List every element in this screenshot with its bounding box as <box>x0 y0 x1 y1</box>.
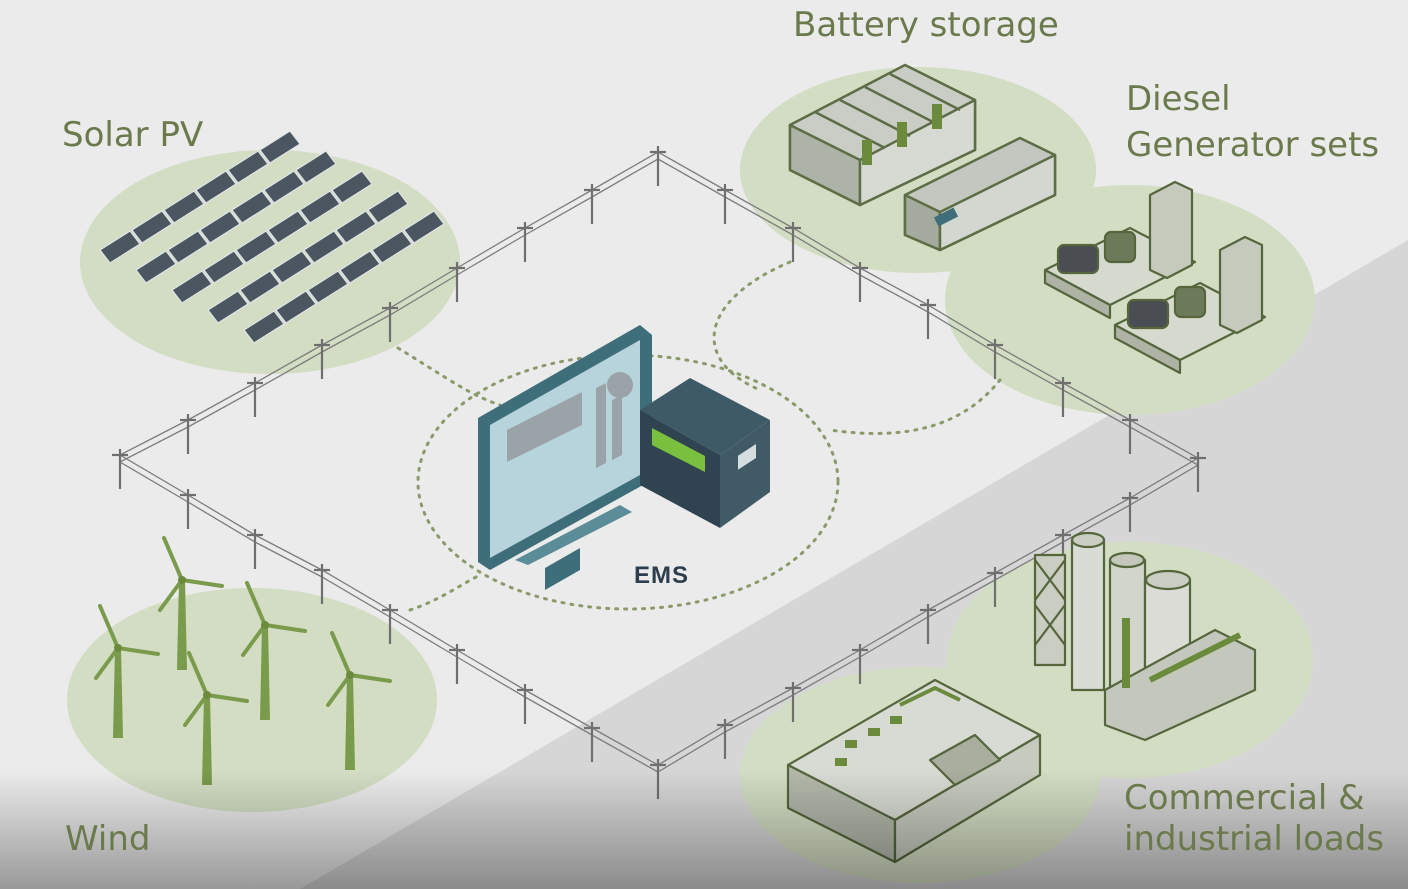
power-pylon-icon <box>987 567 1003 607</box>
power-pylon-icon <box>449 262 465 302</box>
wind-zone <box>67 588 437 812</box>
solar-module <box>331 170 373 204</box>
power-pylon-icon <box>112 449 128 489</box>
power-pylon-icon <box>785 682 801 722</box>
power-pylon-icon <box>247 529 263 569</box>
power-pylon-icon <box>247 377 263 417</box>
power-pylon-icon <box>382 302 398 342</box>
solar-module <box>163 190 205 224</box>
solar-module <box>303 230 345 264</box>
wind-turbine <box>94 604 160 738</box>
power-pylon-icon <box>517 684 533 724</box>
label-ems: EMS <box>634 562 690 589</box>
battery-container-icon <box>788 63 1057 252</box>
power-pylon-icon <box>180 489 196 529</box>
power-pylon-icon <box>180 414 196 454</box>
solar-module <box>259 130 301 164</box>
solar-module <box>199 210 241 244</box>
power-pylon-icon <box>987 339 1003 379</box>
solar-zone <box>80 150 460 374</box>
wind-turbine <box>326 631 392 770</box>
label-loads-line2: industrial loads <box>1124 819 1385 859</box>
link-battery <box>712 260 792 392</box>
solar-module <box>403 210 445 244</box>
link-solar <box>396 346 502 407</box>
solar-module <box>167 230 209 264</box>
solar-module <box>275 290 317 324</box>
ems-ring <box>416 353 840 611</box>
label-solar-pv: Solar PV <box>62 115 204 155</box>
label-diesel-line2: Generator sets <box>1126 125 1380 165</box>
label-wind: Wind <box>65 819 151 859</box>
power-pylon-icon <box>1055 377 1071 417</box>
link-wind <box>408 573 482 612</box>
solar-module <box>131 210 173 244</box>
computer-monitor-icon <box>478 325 652 590</box>
solar-module <box>171 270 213 304</box>
label-loads-line1: Commercial & <box>1124 778 1365 818</box>
solar-module <box>335 210 377 244</box>
power-pylon-icon <box>517 222 533 262</box>
solar-module <box>99 230 141 264</box>
solar-module <box>299 190 341 224</box>
solar-module <box>371 230 413 264</box>
power-pylon-icon <box>785 222 801 262</box>
power-pylon-icon <box>852 644 868 684</box>
solar-module <box>295 150 337 184</box>
solar-module <box>207 290 249 324</box>
power-pylon-icon <box>1122 492 1138 532</box>
server-tower-icon <box>640 378 770 528</box>
power-pylon-icon <box>314 564 330 604</box>
solar-module <box>271 250 313 284</box>
power-pylon-icon <box>650 146 666 186</box>
wind-turbine <box>158 536 224 670</box>
wind-turbine-icon <box>94 536 392 785</box>
power-pylon-icon <box>852 262 868 302</box>
power-pylon-icon <box>920 299 936 339</box>
solar-module <box>267 210 309 244</box>
power-pylon-icon <box>584 722 600 762</box>
solar-module <box>243 310 285 344</box>
solar-module <box>367 190 409 224</box>
solar-module <box>195 170 237 204</box>
power-pylon-icon <box>449 644 465 684</box>
solar-panel-icon <box>99 130 445 344</box>
solar-module <box>263 170 305 204</box>
solar-module <box>339 250 381 284</box>
label-battery-storage: Battery storage <box>793 5 1059 45</box>
link-diesel <box>828 378 1002 435</box>
diesel-generator-icon <box>1043 180 1267 375</box>
power-pylon-icon <box>382 604 398 644</box>
solar-module <box>135 250 177 284</box>
factory-icon <box>1033 531 1257 742</box>
power-pylon-icon <box>717 184 733 224</box>
solar-module <box>235 230 277 264</box>
power-pylon-icon <box>920 604 936 644</box>
solar-module <box>227 150 269 184</box>
wind-turbine <box>241 581 307 720</box>
power-pylon-icon <box>1190 452 1206 492</box>
ems-links <box>396 260 1002 612</box>
power-pylon-icon <box>717 719 733 759</box>
solar-module <box>231 190 273 224</box>
power-pylon-icon <box>314 339 330 379</box>
diesel-zone <box>945 185 1315 415</box>
solar-module <box>307 270 349 304</box>
solar-module <box>239 270 281 304</box>
power-poles <box>112 146 1206 799</box>
label-diesel-line1: Diesel <box>1126 79 1231 119</box>
power-pylon-icon <box>1122 414 1138 454</box>
power-pylon-icon <box>584 184 600 224</box>
bottom-shade <box>0 770 1408 889</box>
wind-turbine <box>183 651 249 785</box>
solar-module <box>203 250 245 284</box>
